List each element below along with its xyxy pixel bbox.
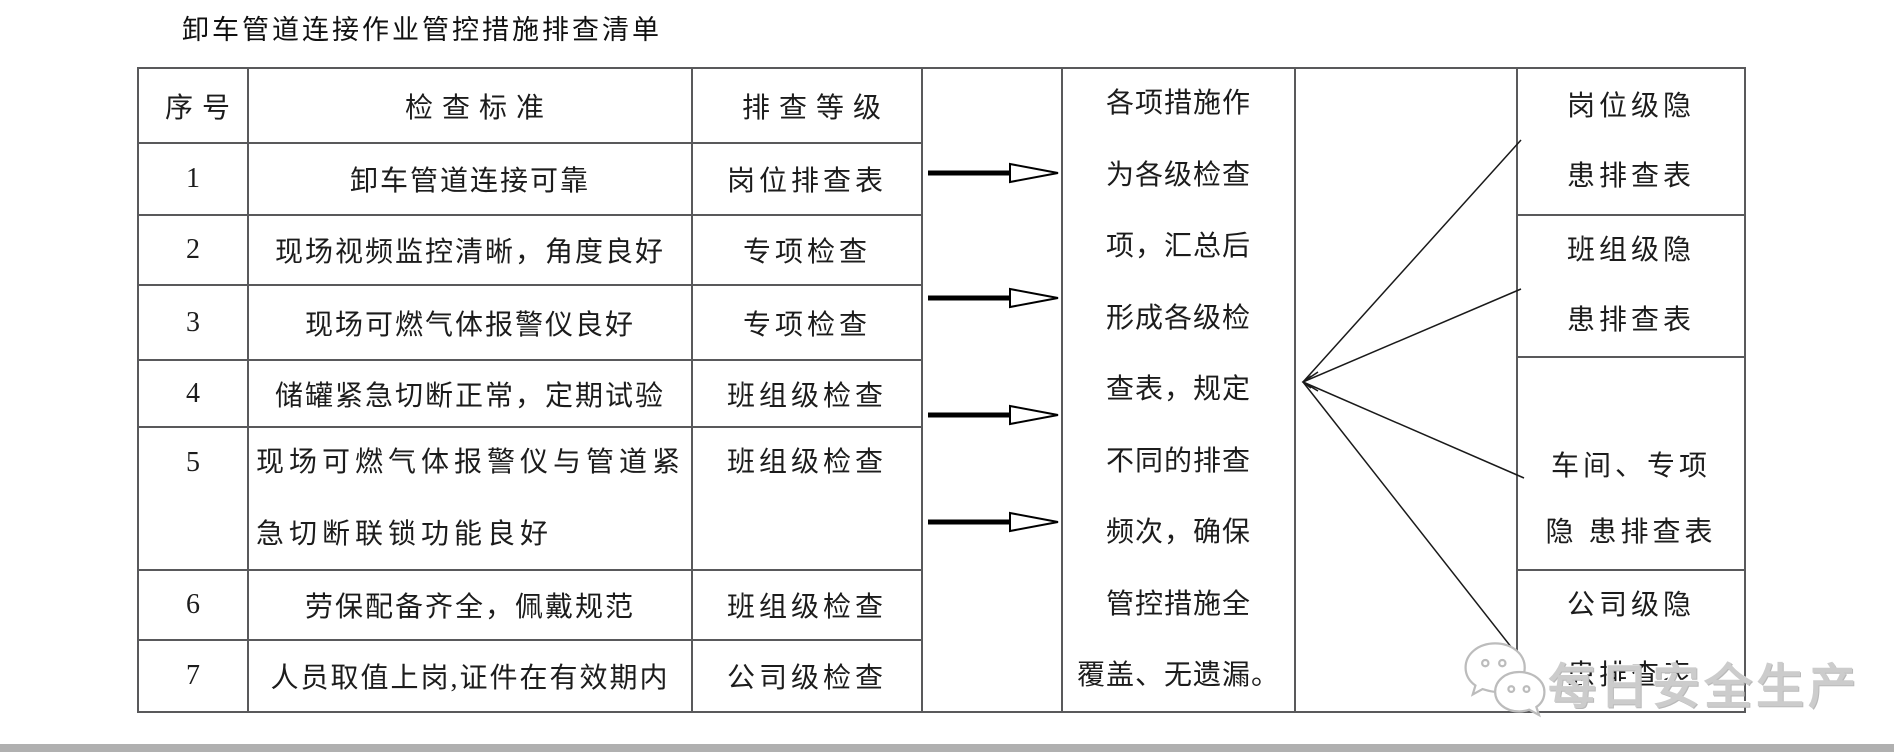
bottom-window-bar — [0, 744, 1894, 752]
header-cell-level: 排查等级 — [741, 92, 890, 124]
summary-note: 各项措施作 为各级检查 项，汇总后 形成各级检 查表，规定 不同的排查 频次，确… — [1064, 68, 1293, 712]
header-cell-standard: 检查标准 — [404, 92, 553, 124]
header-cell-no: 序号 — [164, 92, 239, 124]
row-standard: 劳保配备齐全，佩戴规范 — [304, 592, 635, 623]
output-box-workshop-special: 车间、专项 隐 患排查表 — [1545, 451, 1717, 548]
row-standard-line-2: 急切断联锁功能良好 — [256, 518, 554, 550]
wechat-bubble-front — [1494, 670, 1546, 718]
row-level: 专项检查 — [742, 237, 871, 268]
row-standard: 卸车管道连接可靠 — [349, 166, 590, 197]
row-level: 班组级检查 — [726, 592, 887, 623]
summary-note-line: 各项措施作 — [1105, 88, 1251, 119]
watermark-text: 每日安全生产 — [1548, 661, 1861, 714]
flow-arrow-1 — [928, 162, 1059, 184]
flow-arrow-4 — [928, 511, 1059, 533]
wechat-eye — [1481, 658, 1490, 668]
summary-note-line: 为各级检查 — [1105, 159, 1251, 191]
summary-note-line: 形成各级检 — [1105, 302, 1251, 334]
output-box-company-level: 公司级隐 患排查表 — [1566, 590, 1695, 691]
fan-out-connectors — [1301, 139, 1525, 658]
row-standard: 现场可燃气体报警仪良好 — [304, 309, 635, 341]
wechat-eye — [1498, 658, 1507, 668]
wechat-eye — [1522, 685, 1531, 694]
row-level: 岗位排查表 — [726, 166, 887, 197]
flow-arrows — [928, 162, 1059, 533]
row-no: 5 — [186, 447, 200, 478]
wechat-eye — [1507, 685, 1516, 694]
row-no: 7 — [186, 660, 200, 691]
summary-note-line: 查表，规定 — [1105, 374, 1251, 406]
row-standard: 人员取值上岗,证件在有效期内 — [270, 663, 670, 694]
output-box-post-level: 岗位级隐 患排查表 — [1566, 90, 1695, 192]
wechat-icon — [1464, 642, 1546, 718]
fan-line-to-box-2 — [1302, 288, 1522, 383]
summary-note-line: 管控措施全 — [1105, 588, 1251, 620]
summary-note-line: 频次，确保 — [1105, 517, 1251, 549]
row-no: 2 — [186, 234, 200, 265]
row-no: 1 — [186, 163, 200, 194]
row-standard: 现场视频监控清晰，角度良好 — [274, 237, 665, 268]
row-level: 公司级检查 — [726, 663, 887, 694]
row-level: 班组级检查 — [726, 380, 887, 412]
flow-arrow-2 — [928, 287, 1059, 309]
row-level: 专项检查 — [742, 309, 871, 341]
fan-line-to-box-4 — [1302, 381, 1520, 658]
fan-arrowhead-inner — [1301, 375, 1312, 389]
summary-note-line: 覆盖、无遗漏。 — [1076, 660, 1280, 692]
outer-frame — [137, 67, 1746, 713]
summary-note-line: 不同的排查 — [1105, 445, 1251, 477]
summary-note-line: 项，汇总后 — [1105, 231, 1251, 263]
output-box-team-level: 班组级隐 患排查表 — [1566, 235, 1695, 336]
fan-line-to-box-1 — [1302, 139, 1522, 383]
row-no: 6 — [186, 589, 200, 620]
row-no: 3 — [186, 306, 200, 338]
row-standard-line-1: 现场可燃气体报警仪与管道紧 — [256, 447, 686, 478]
page-title: 卸车管道连接作业管控措施排查清单 — [182, 15, 662, 45]
row-standard: 储罐紧急切断正常，定期试验 — [274, 380, 665, 412]
row-level: 班组级检查 — [726, 447, 887, 478]
fan-line-to-box-3 — [1302, 381, 1525, 479]
row-no: 4 — [186, 377, 200, 409]
flow-arrow-3 — [928, 404, 1059, 426]
row-standard: 现场可燃气体报警仪与管道紧 急切断联锁功能良好 — [248, 427, 692, 570]
